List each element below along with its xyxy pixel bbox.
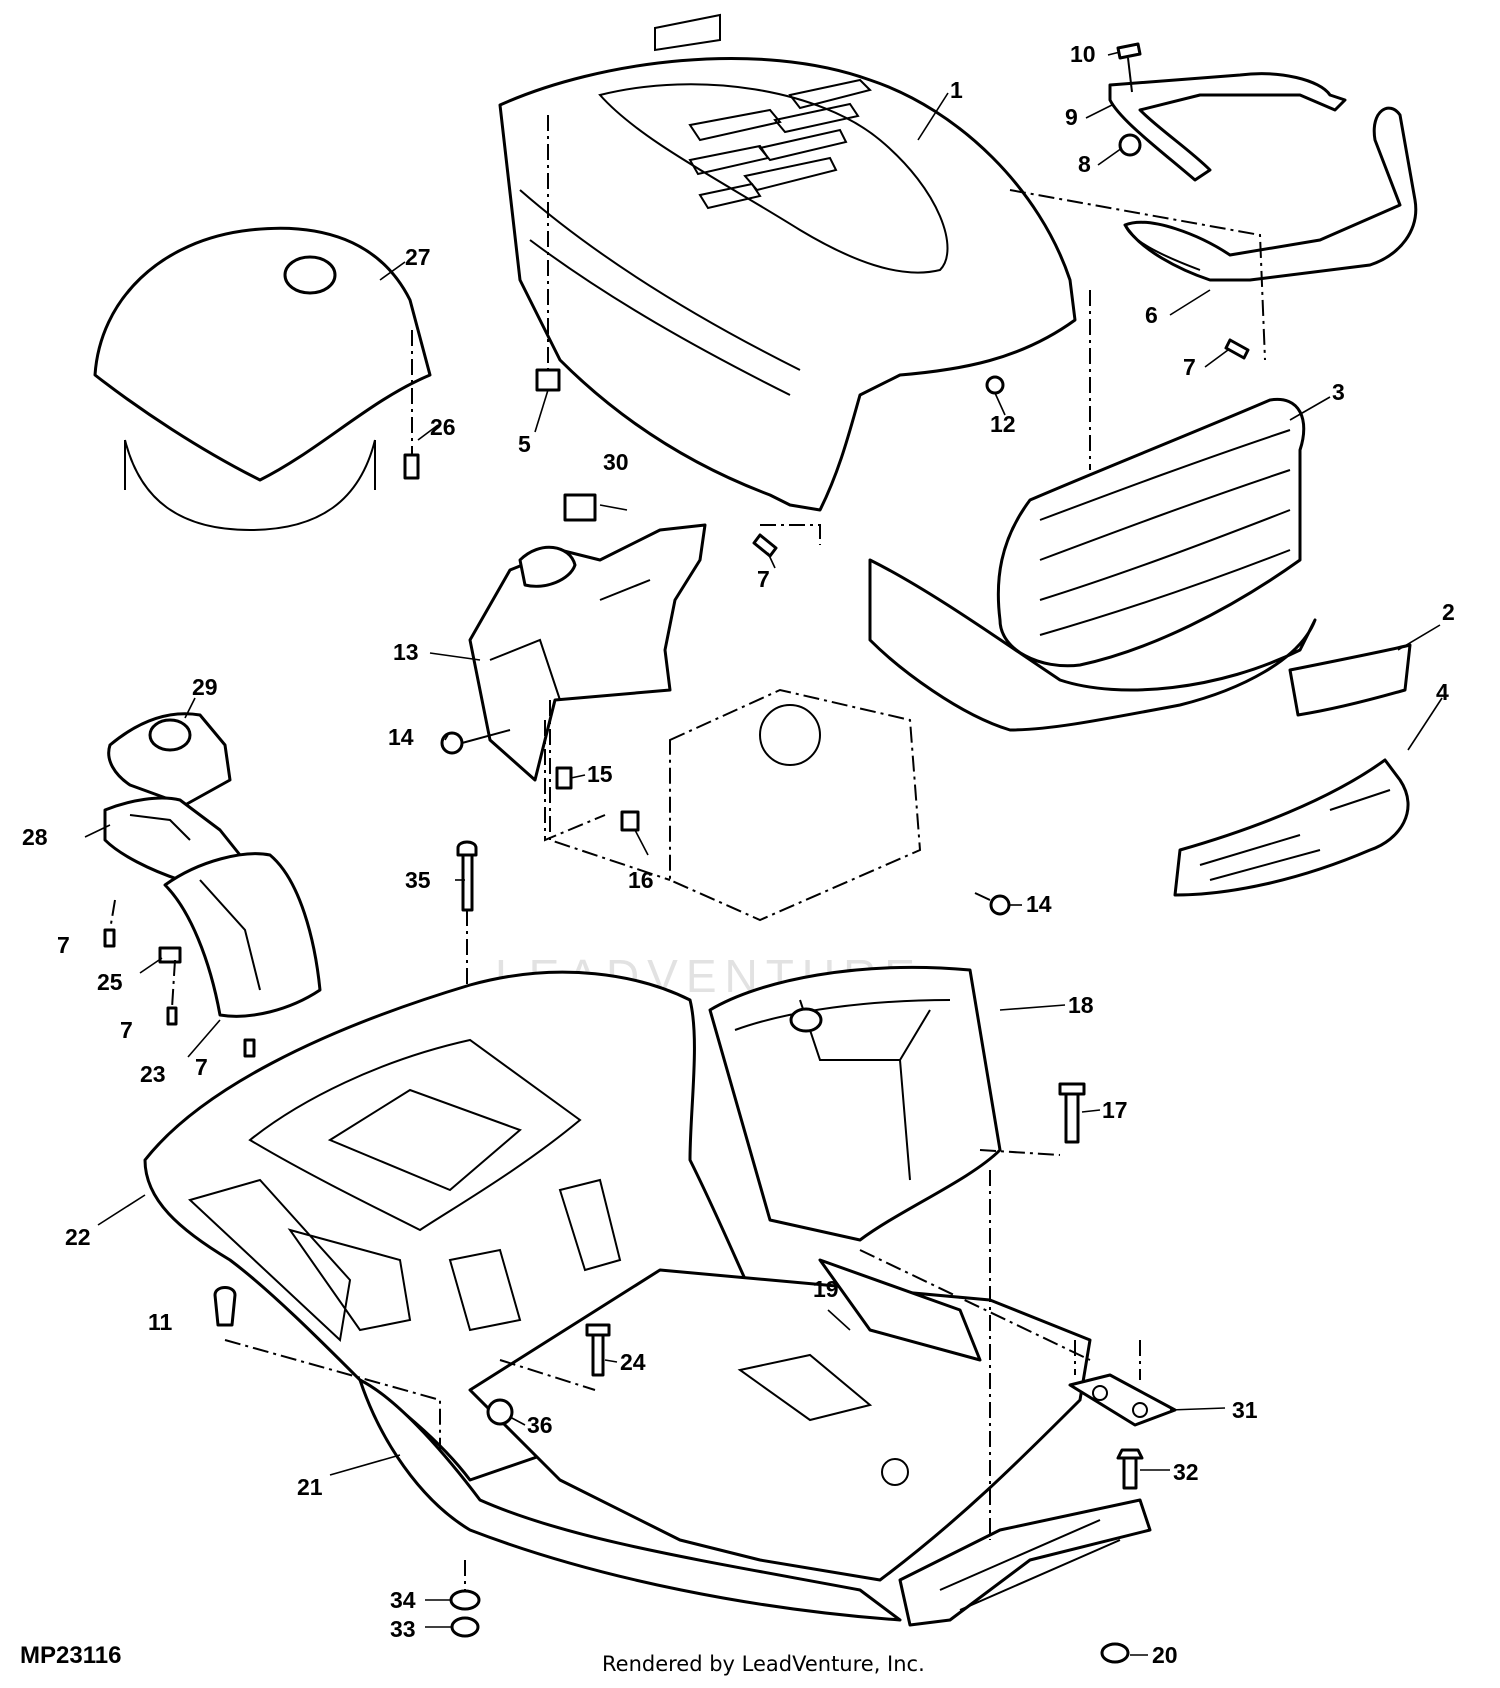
callout-6: 6 — [1145, 302, 1158, 328]
callout-14-left: 14 — [388, 724, 414, 750]
battery-box-part — [708, 965, 1002, 1242]
callout-24: 24 — [620, 1349, 646, 1375]
callout-34: 34 — [390, 1587, 416, 1613]
emblem-part — [1288, 643, 1412, 717]
fuel-tank-shroud-part — [93, 226, 432, 532]
callout-4: 4 — [1436, 679, 1449, 705]
screw-14b-part — [974, 892, 1011, 916]
bolt-24-part — [585, 1323, 611, 1377]
callout-23: 23 — [140, 1061, 166, 1087]
callout-10: 10 — [1070, 41, 1096, 67]
nut-33-part — [450, 1616, 480, 1638]
washer-34-part — [449, 1589, 481, 1611]
mat-19-part — [818, 1258, 982, 1362]
callout-11: 11 — [148, 1309, 173, 1335]
callout-7-hood: 7 — [757, 566, 770, 592]
bolt-10-part — [1116, 42, 1142, 93]
callout-7-clip: 7 — [120, 1017, 133, 1043]
callout-17: 17 — [1102, 1097, 1128, 1123]
callout-7-console: 7 — [57, 932, 70, 958]
screw-32-part — [1116, 1448, 1144, 1490]
callout-22: 22 — [65, 1224, 91, 1250]
footer-credit: Rendered by LeadVenture, Inc. — [602, 1652, 925, 1676]
callout-3: 3 — [1332, 379, 1345, 405]
dash-shroud-part — [163, 852, 322, 1018]
footrest-part — [358, 1378, 902, 1622]
clip-25-part — [158, 946, 182, 964]
figure-id: MP23116 — [20, 1642, 122, 1669]
callout-31: 31 — [1232, 1397, 1258, 1423]
callout-33: 33 — [390, 1616, 416, 1642]
callout-15: 15 — [587, 761, 613, 787]
callout-1: 1 — [950, 77, 963, 103]
callout-7-bracket: 7 — [1183, 354, 1196, 380]
callout-labels: 1 2 3 4 5 6 7 7 7 7 7 8 9 10 11 12 13 14… — [22, 41, 1455, 1668]
grille-part — [868, 397, 1317, 732]
screw-7c-part — [243, 1038, 256, 1058]
callout-26: 26 — [430, 414, 456, 440]
plug-11-part — [213, 1286, 237, 1327]
nut-8-part — [1118, 133, 1142, 157]
screw-7b-part — [166, 1006, 178, 1026]
screw-7d-part — [752, 533, 778, 558]
leader-lines — [84, 51, 1443, 1656]
screw-7a-part — [103, 928, 116, 948]
callout-9: 9 — [1065, 104, 1078, 130]
engine-outline — [549, 688, 922, 922]
nut-12-part — [985, 375, 1005, 395]
headlight-lens-part — [1173, 758, 1410, 897]
callout-2: 2 — [1442, 599, 1455, 625]
nut-36-part — [486, 1398, 514, 1426]
callout-13: 13 — [393, 639, 419, 665]
nut-16-part — [620, 810, 640, 832]
callout-21: 21 — [297, 1474, 323, 1500]
callout-25: 25 — [97, 969, 123, 995]
screw-7e-part — [1224, 338, 1250, 360]
callout-12: 12 — [990, 411, 1016, 437]
callout-32: 32 — [1173, 1459, 1199, 1485]
callout-5: 5 — [518, 431, 531, 457]
callout-29: 29 — [192, 674, 218, 700]
clip-15-part — [555, 766, 573, 790]
bushing-30-part — [563, 493, 597, 522]
hood-pivot-bracket-part — [1108, 72, 1347, 182]
steering-cover-part — [107, 712, 232, 807]
callout-35: 35 — [405, 867, 431, 893]
callout-18: 18 — [1068, 992, 1094, 1018]
screw-26-part — [403, 330, 420, 480]
dash-panel-part — [468, 523, 707, 782]
callout-27: 27 — [405, 244, 431, 270]
plate-31-part — [1068, 1373, 1177, 1427]
hood-bracket-part — [1123, 106, 1418, 282]
callout-7-shroud: 7 — [195, 1054, 208, 1080]
callout-36: 36 — [527, 1412, 553, 1438]
callout-8: 8 — [1078, 151, 1091, 177]
bolt-17-part — [1058, 1082, 1086, 1144]
callout-28: 28 — [22, 824, 48, 850]
assembly-lines — [109, 189, 1266, 1590]
hood-part — [498, 13, 1077, 512]
callout-16: 16 — [628, 867, 654, 893]
callout-19: 19 — [813, 1276, 839, 1302]
callout-20: 20 — [1152, 1642, 1178, 1668]
callout-14-right: 14 — [1026, 891, 1052, 917]
callout-30: 30 — [603, 449, 629, 475]
nut-20-part — [1100, 1642, 1130, 1664]
